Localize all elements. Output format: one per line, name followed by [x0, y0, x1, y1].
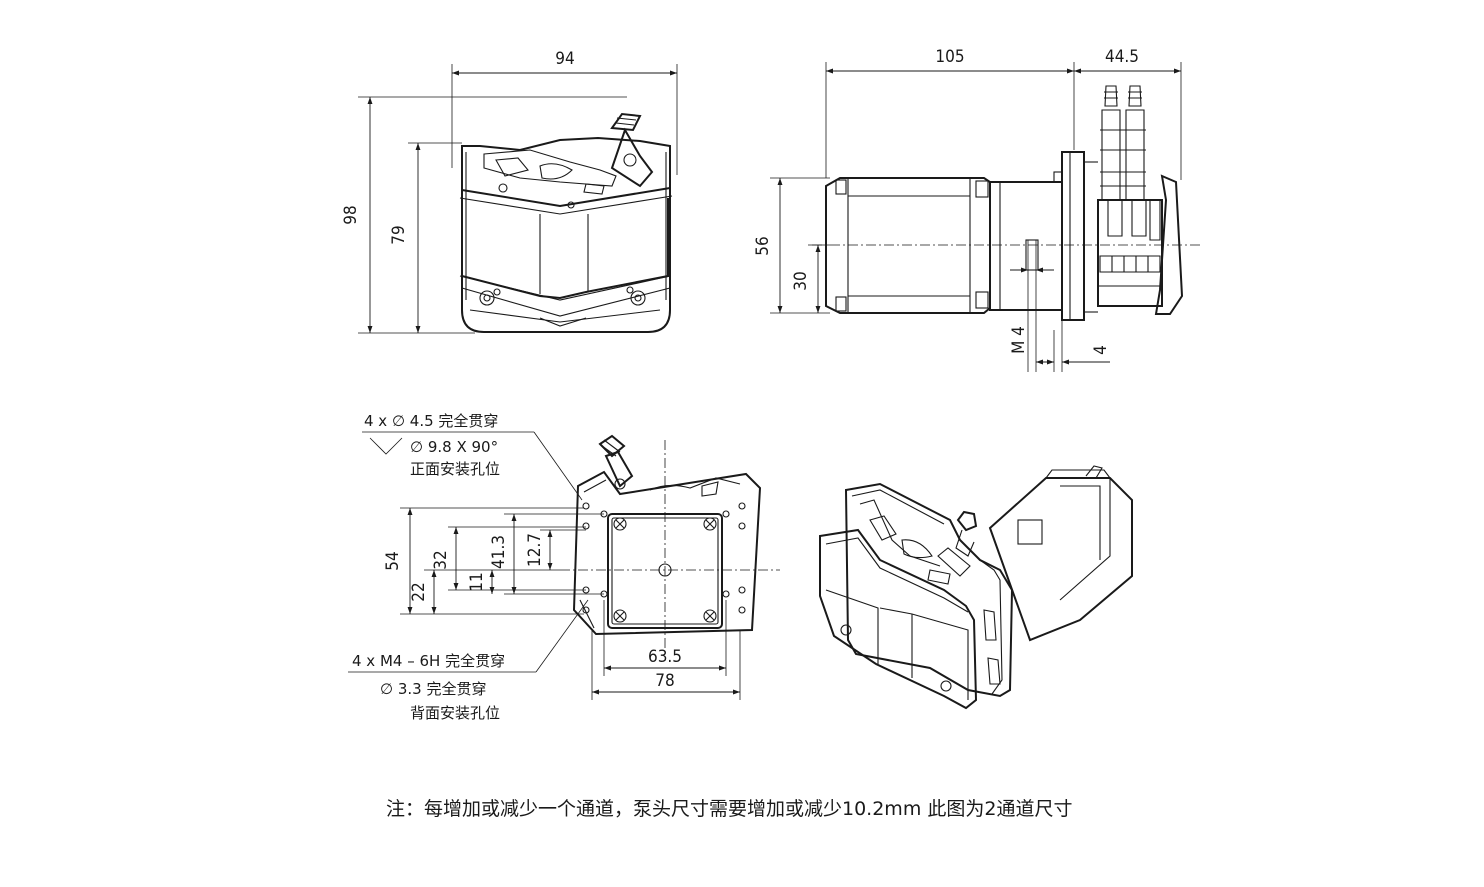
dim-label: 79: [389, 225, 409, 244]
dim-label: 41.3: [489, 535, 509, 569]
dim-label: 94: [555, 49, 574, 69]
stepper-motor-side: [825, 151, 1098, 321]
dim-width-94: 94: [451, 49, 678, 175]
side-view: 105 44.5 56 30: [753, 47, 1200, 372]
pump-head-side: [1097, 85, 1184, 315]
dim-label: 12.7: [525, 533, 545, 567]
dim-label: 32: [431, 550, 451, 569]
dim-label: 11: [467, 572, 487, 591]
callout-text: 4 x M4 – 6H 完全贯穿: [352, 652, 505, 670]
callout-text: 背面安装孔位: [410, 704, 500, 722]
dim-shaft-30: 30: [791, 244, 830, 313]
callout-text: 4 x ∅ 4.5 完全贯穿: [364, 412, 498, 430]
dim-label: 22: [409, 582, 429, 601]
dim-12-7: 12.7: [525, 529, 586, 570]
pump-head-front: [459, 112, 673, 333]
callout-text: ∅ 9.8 X 90°: [410, 438, 498, 456]
dim-height-98: 98: [341, 96, 627, 334]
dim-label: 105: [935, 47, 964, 67]
dim-thread-m4: M 4 4: [1009, 240, 1111, 372]
dim-length-44-5: 44.5: [1074, 47, 1182, 180]
dim-label: 54: [383, 551, 403, 570]
mounting-plate: [572, 434, 762, 636]
dim-length-105: 105: [825, 47, 1075, 178]
dim-label: 4: [1091, 345, 1111, 355]
dim-label: 56: [753, 236, 773, 255]
dim-63-5: 63.5: [603, 600, 727, 676]
mounting-view: 4 x ∅ 4.5 完全贯穿 ∅ 9.8 X 90° 正面安装孔位 4 x M4…: [348, 412, 780, 722]
dim-78: 78: [591, 630, 741, 700]
dim-label: M 4: [1009, 326, 1029, 354]
dim-label: 30: [791, 271, 811, 290]
front-view: 94 98 79: [341, 49, 678, 334]
isometric-view: [819, 465, 1133, 710]
callout-text: ∅ 3.3 完全贯穿: [380, 680, 486, 698]
dim-label: 78: [655, 671, 674, 691]
dim-32: 32: [431, 526, 586, 591]
dim-11: 11: [467, 570, 495, 594]
callout-text: 正面安装孔位: [410, 460, 500, 478]
dim-54: 54: [383, 507, 584, 615]
dim-height-79: 79: [389, 142, 462, 333]
dim-label: 98: [341, 205, 361, 224]
dim-41-3: 41.3: [489, 513, 604, 595]
dim-label: 44.5: [1105, 47, 1139, 67]
dim-flange-56: 56: [753, 177, 830, 314]
callout-back-holes: 4 x M4 – 6H 完全贯穿 ∅ 3.3 完全贯穿 背面安装孔位: [348, 599, 589, 722]
callout-front-holes: 4 x ∅ 4.5 完全贯穿 ∅ 9.8 X 90° 正面安装孔位: [362, 412, 583, 501]
dim-label: 63.5: [648, 647, 682, 667]
footnote-text: 注：每增加或减少一个通道，泵头尺寸需要增加或减少10.2mm 此图为2通道尺寸: [386, 798, 1072, 820]
